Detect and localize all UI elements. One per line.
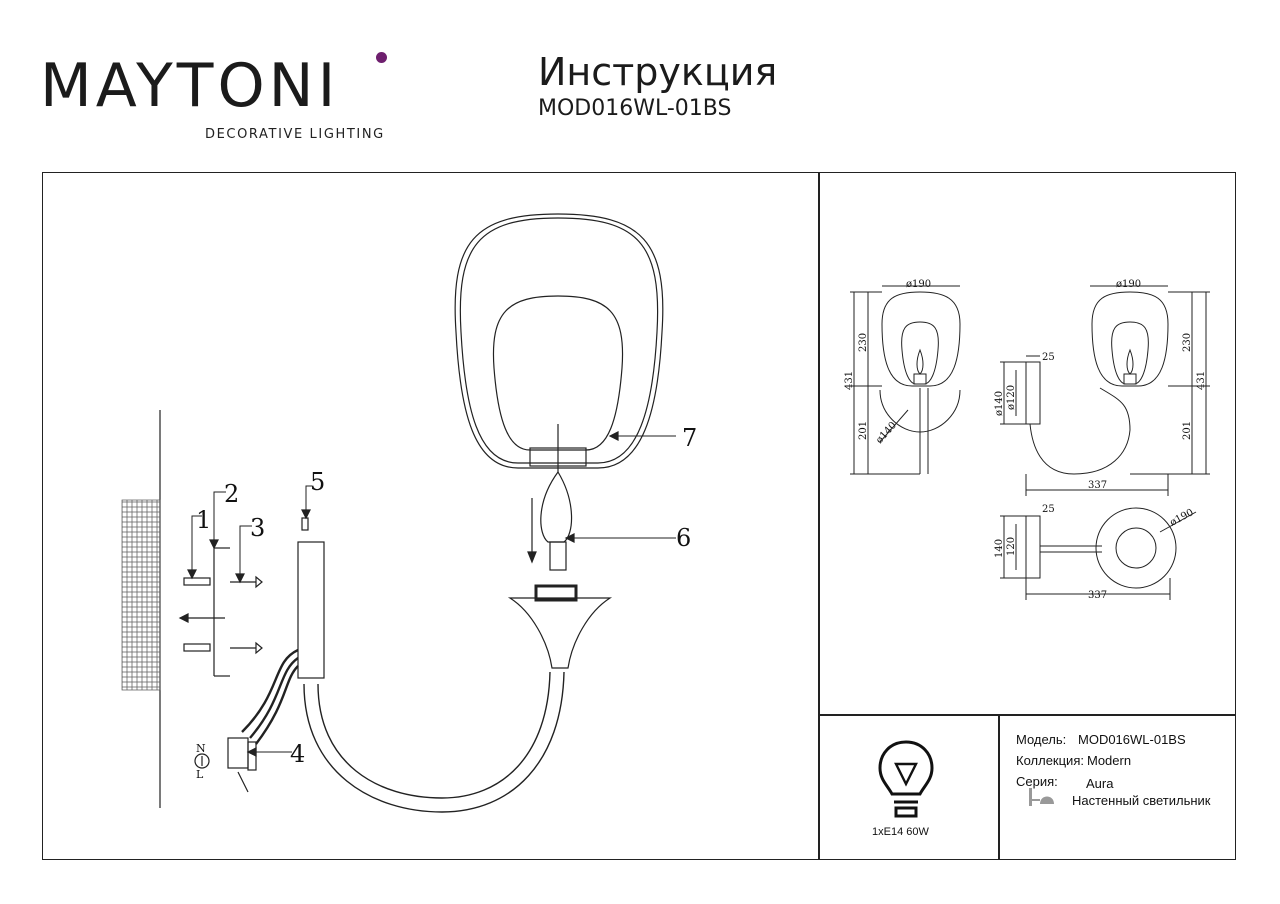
shade-outer-ring	[454, 213, 664, 469]
document-title: Инструкция	[538, 50, 778, 94]
supply-wires	[241, 648, 299, 745]
spec-collection-label: Коллекция:	[1016, 753, 1084, 768]
front-shade-height: 230	[858, 333, 869, 352]
callout-3: 3	[250, 514, 265, 542]
earth-symbol-icon	[194, 753, 210, 769]
top-diameter: ø190	[1168, 507, 1195, 529]
spec-type-value: Настенный светильник	[1072, 793, 1211, 808]
brand-logo: MAYTONI	[40, 51, 340, 121]
candle-bulb	[527, 470, 573, 571]
callout-5: 5	[310, 468, 325, 496]
brand-logo-dot	[376, 52, 387, 63]
spec-divider	[998, 714, 1000, 860]
spec-collection-value: Modern	[1087, 753, 1132, 768]
wall-plate	[297, 541, 325, 679]
lamp-holder-cup	[507, 597, 613, 669]
front-view	[850, 285, 961, 475]
top-plate-outer: 140	[994, 539, 1005, 558]
top-plate-depth: 25	[1042, 504, 1055, 515]
top-view	[1000, 507, 1197, 600]
wall-lamp-icon	[1029, 788, 1054, 806]
top-depth: 337	[1088, 590, 1107, 601]
wall-texture	[121, 499, 161, 691]
top-plate-inner: 120	[1006, 537, 1017, 556]
side-view	[1000, 285, 1210, 496]
side-shade-height: 230	[1182, 333, 1193, 352]
side-arm-height: 201	[1182, 421, 1193, 440]
drawing-frame	[42, 172, 1236, 860]
front-arm-height: 201	[858, 421, 869, 440]
side-total-height: 431	[1196, 371, 1207, 390]
side-plate-outer: ø140	[994, 391, 1005, 416]
frame-divider-horizontal	[818, 714, 1236, 716]
brand-tagline: DECORATIVE LIGHTING	[205, 127, 385, 142]
wire-label-l: L	[196, 768, 204, 781]
side-depth: 337	[1088, 480, 1107, 491]
spec-series-value: Aura	[1086, 776, 1114, 791]
assembly-drawing: 1 2 3 4 5 6 7 N L	[121, 213, 697, 813]
shade-outer-ring-inner-edge	[459, 217, 659, 464]
callout-arrowheads	[187, 431, 619, 757]
bulb-spec: 1xE14 60W	[872, 826, 929, 838]
front-total-height: 431	[844, 371, 855, 390]
callout-2: 2	[224, 480, 239, 508]
frame-divider-vertical	[818, 172, 820, 860]
mounting-screws	[230, 575, 263, 655]
callout-leaders	[191, 435, 676, 753]
wire-label-n: N	[196, 742, 206, 755]
callout-1: 1	[196, 506, 211, 534]
terminal-block	[227, 737, 257, 793]
lamp-socket	[534, 584, 578, 602]
dimension-drawings: ø190 230 431 201 ø140 ø190 25 ø140 ø120 …	[844, 279, 1210, 601]
mounting-bracket	[178, 547, 230, 677]
lamp-arm-inner	[317, 671, 551, 799]
callout-4: 4	[290, 740, 305, 768]
front-diameter: ø190	[906, 279, 931, 290]
spec-model-label: Модель:	[1016, 732, 1067, 747]
bulb-icon	[878, 740, 934, 818]
document-model-code: MOD016WL-01BS	[538, 96, 732, 121]
callout-6: 6	[676, 524, 691, 552]
callout-7: 7	[682, 424, 697, 452]
side-plate-depth: 25	[1042, 352, 1055, 363]
spec-model-value: MOD016WL-01BS	[1078, 732, 1186, 747]
spec-series-label: Серия:	[1016, 774, 1058, 789]
wall-dowels	[183, 577, 211, 652]
lamp-arm-outer	[303, 671, 565, 813]
side-diameter: ø190	[1116, 279, 1141, 290]
fixing-screw	[301, 517, 309, 531]
side-plate-inner: ø120	[1006, 385, 1017, 410]
